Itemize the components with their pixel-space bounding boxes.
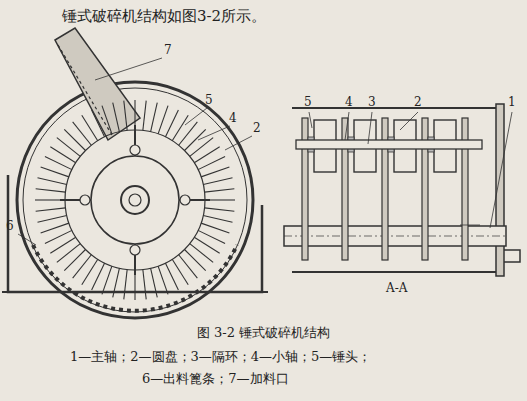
section-label: A-A [386, 282, 407, 295]
intro-text: 锤式破碎机结构如图3-2所示。 [62, 8, 266, 25]
callout-number: 1 [508, 96, 516, 109]
callout-number: 4 [345, 96, 353, 109]
parts-list: 6—出料篦条；7—加料口 [142, 372, 289, 386]
callout-number: 7 [164, 44, 172, 57]
callout-number: 3 [368, 96, 376, 109]
callout-number: 5 [205, 94, 213, 107]
callout-number: 2 [414, 96, 422, 109]
figure-caption: 图 3-2 锤式破碎机结构 [197, 326, 330, 340]
front-view [2, 28, 268, 318]
callout-number: 5 [304, 96, 312, 109]
section-view [284, 104, 520, 276]
callout-number: 6 [6, 220, 14, 233]
callout-number: 2 [253, 122, 261, 135]
callout-number: 4 [229, 112, 237, 125]
parts-list: 1—主轴；2—圆盘；3—隔环；4—小轴；5—锤头； [70, 350, 371, 364]
